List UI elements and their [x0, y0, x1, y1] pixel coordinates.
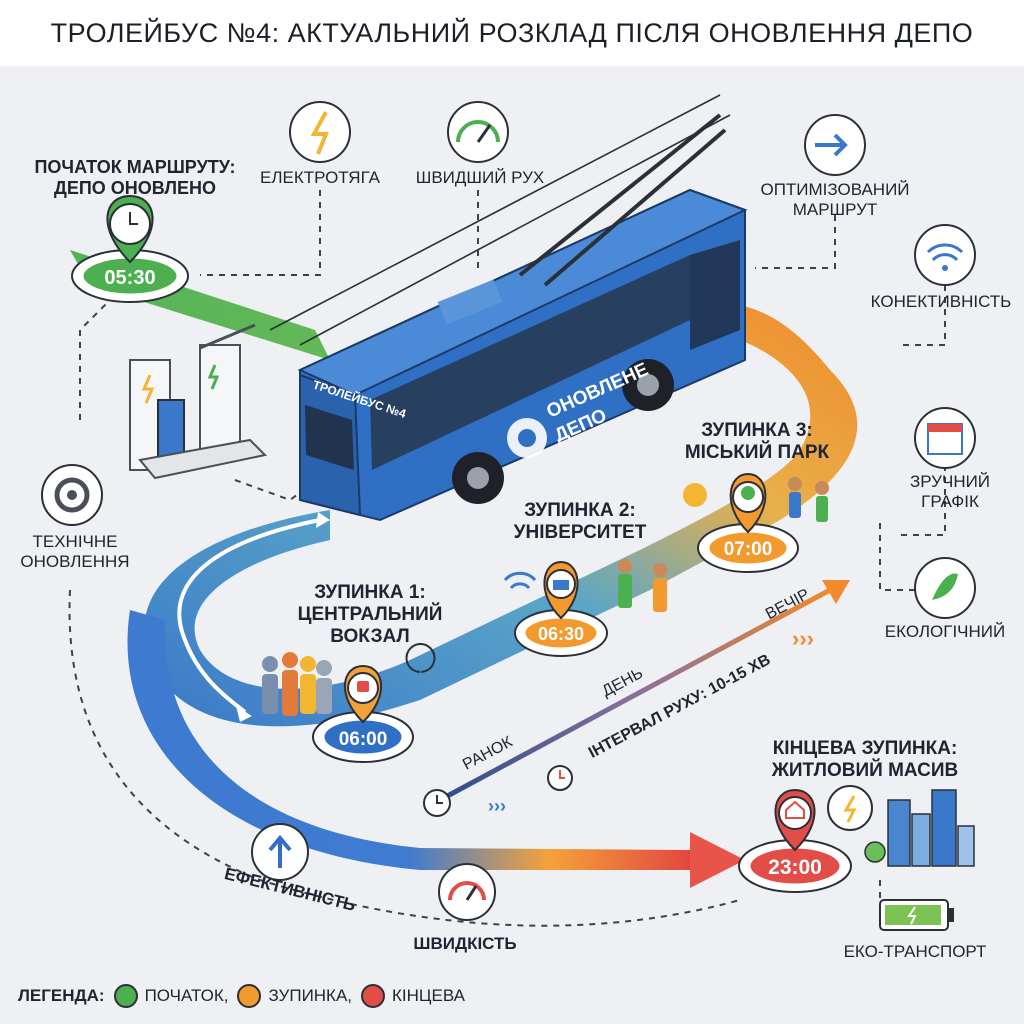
- feature-optimized: ОПТИМІЗОВАНИЙ МАРШРУТ: [740, 180, 930, 219]
- sun-icon: [683, 483, 707, 507]
- end-title-line1: КІНЦЕВА ЗУПИНКА:: [772, 738, 958, 759]
- start-pin: 05:30: [71, 194, 189, 303]
- legend-stop-dot-icon: [237, 984, 262, 1008]
- speedometer-badge: [438, 863, 496, 921]
- legend: ЛЕГЕНДА: ПОЧАТОК, ЗУПИНКА, КІНЦЕВА: [18, 984, 465, 1008]
- chevrons-orange-icon: ›››: [792, 626, 814, 651]
- bottom-route-arrowhead: [690, 832, 745, 888]
- legend-start-dot-icon: [113, 984, 138, 1008]
- up-arrow-icon: [268, 834, 292, 868]
- feature-faster: ШВИДШИЙ РУХ: [415, 168, 545, 187]
- feature-schedule-line2: ГРАФІК: [921, 491, 979, 511]
- legend-stop-label: ЗУПИНКА,: [268, 986, 353, 1005]
- feature-tech-line2: ОНОВЛЕННЯ: [20, 551, 130, 571]
- feature-optimized-line2: МАРШРУТ: [792, 199, 878, 219]
- stop3-title-line1: ЗУПИНКА 3:: [701, 420, 813, 441]
- start-title: ПОЧАТОК МАРШРУТУ: ДЕПО ОНОВЛЕНО: [30, 157, 240, 198]
- direction-arrow: [177, 518, 321, 714]
- students-icon: [618, 559, 667, 612]
- feature-connectivity: КОНЕКТИВНІСТЬ: [870, 292, 1012, 311]
- end-title-line2: ЖИТЛОВИЙ МАСИВ: [771, 759, 959, 781]
- home-icon: [778, 796, 812, 830]
- lightning-icon: [310, 111, 329, 155]
- park-people-icon: [788, 477, 829, 522]
- legend-start-label: ПОЧАТОК,: [144, 986, 229, 1005]
- stop2-title: ЗУПИНКА 2: УНІВЕРСИТЕТ: [500, 500, 660, 544]
- trolleybus: ТРОЛЕЙБУС №4 ОНОВЛЕНЕ ДЕПО: [297, 113, 748, 522]
- route-diagram: ТРОЛЕЙБУС №4 ОНОВЛЕНЕ ДЕПО ››› ›››: [41, 94, 976, 931]
- end-pin: 23:00: [738, 788, 852, 893]
- stop3-title-line2: МІСЬКИЙ ПАРК: [684, 441, 830, 463]
- stop3-title: ЗУПИНКА 3: МІСЬКИЙ ПАРК: [672, 420, 842, 464]
- right-arrow-icon: [815, 133, 848, 157]
- stop2-time: 06:30: [538, 624, 584, 644]
- chevrons-blue-icon: ›››: [488, 796, 506, 816]
- overhead-wires: [269, 94, 731, 346]
- stop2-pin: 06:30: [514, 560, 608, 657]
- feature-optimized-line1: ОПТИМІЗОВАНИЙ: [760, 180, 910, 199]
- charging-station: [129, 323, 268, 480]
- legend-end-dot-icon: [361, 984, 386, 1008]
- gear-icon: [54, 477, 90, 513]
- bolt-small-badge: [827, 785, 873, 831]
- end-title: КІНЦЕВА ЗУПИНКА: ЖИТЛОВИЙ МАСИВ: [740, 738, 990, 782]
- connector-tech-bottom: [68, 589, 741, 927]
- wifi-icon: [926, 243, 964, 262]
- stop1-pin: 06:00: [312, 664, 414, 763]
- stop1-title-line1: ЗУПИНКА 1:: [314, 582, 426, 603]
- feature-schedule-line1: ЗРУЧНИЙ: [909, 472, 991, 491]
- direction-arrowhead-top: [316, 512, 330, 528]
- interval-timeline: ››› ›››: [423, 580, 850, 817]
- feature-tech-line1: ТЕХНІЧНЕ: [32, 532, 118, 551]
- stop2-title-line2: УНІВЕРСИТЕТ: [513, 521, 647, 543]
- title-bar: ТРОЛЕЙБУС №4: АКТУАЛЬНИЙ РОЗКЛАД ПІСЛЯ О…: [0, 0, 1024, 66]
- feature-tech: ТЕХНІЧНЕ ОНОВЛЕННЯ: [10, 532, 140, 571]
- feature-eco: ЕКОЛОГІЧНИЙ: [884, 622, 1006, 641]
- start-title-line2: ДЕПО ОНОВЛЕНО: [54, 177, 216, 198]
- gauge-icon: [456, 120, 500, 143]
- start-title-line1: ПОЧАТОК МАРШРУТУ:: [34, 157, 236, 177]
- gauge-badge: [447, 101, 509, 163]
- connector-optimized: [755, 215, 836, 269]
- feature-schedule: ЗРУЧНИЙ ГРАФІК: [895, 472, 1005, 511]
- city-skyline-icon: [864, 789, 975, 867]
- start-time: 05:30: [104, 267, 155, 289]
- legend-end-label: КІНЦЕВА: [392, 986, 465, 1005]
- stop1-title-line2: ЦЕНТРАЛЬНИЙ: [297, 603, 443, 625]
- stop1-title: ЗУПИНКА 1: ЦЕНТРАЛЬНИЙ ВОКЗАЛ: [290, 582, 450, 648]
- bolt-small-icon: [843, 795, 857, 823]
- connector-tech-top: [79, 289, 121, 420]
- feature-electric: ЕЛЕКТРОТЯГА: [259, 168, 380, 187]
- wifi-stop-icon: [503, 571, 537, 590]
- legend-title: ЛЕГЕНДА:: [18, 986, 105, 1005]
- battery-icon: [879, 899, 954, 931]
- connector-electric: [200, 190, 321, 276]
- signal-icon: [405, 643, 436, 673]
- connector-connectivity: [900, 285, 946, 346]
- stop3-time: 07:00: [724, 539, 773, 560]
- connector-schedule: [900, 465, 946, 536]
- feature-speed: ШВИДКІСТЬ: [413, 934, 517, 953]
- end-time: 23:00: [768, 856, 822, 879]
- page-title: ТРОЛЕЙБУС №4: АКТУАЛЬНИЙ РОЗКЛАД ПІСЛЯ О…: [50, 17, 974, 48]
- stop1-title-line3: ВОКЗАЛ: [330, 625, 410, 647]
- crowd-icon: [262, 652, 332, 716]
- stop3-pin: 07:00: [697, 472, 799, 573]
- stop2-title-line1: ЗУПИНКА 2:: [524, 500, 636, 521]
- speedometer-icon: [448, 881, 486, 901]
- feature-eco-transport: ЕКО-ТРАНСПОРТ: [843, 942, 987, 961]
- stop1-time: 06:00: [339, 729, 388, 750]
- direction-arrowhead-bottom: [236, 706, 252, 722]
- leaf-icon: [932, 573, 958, 600]
